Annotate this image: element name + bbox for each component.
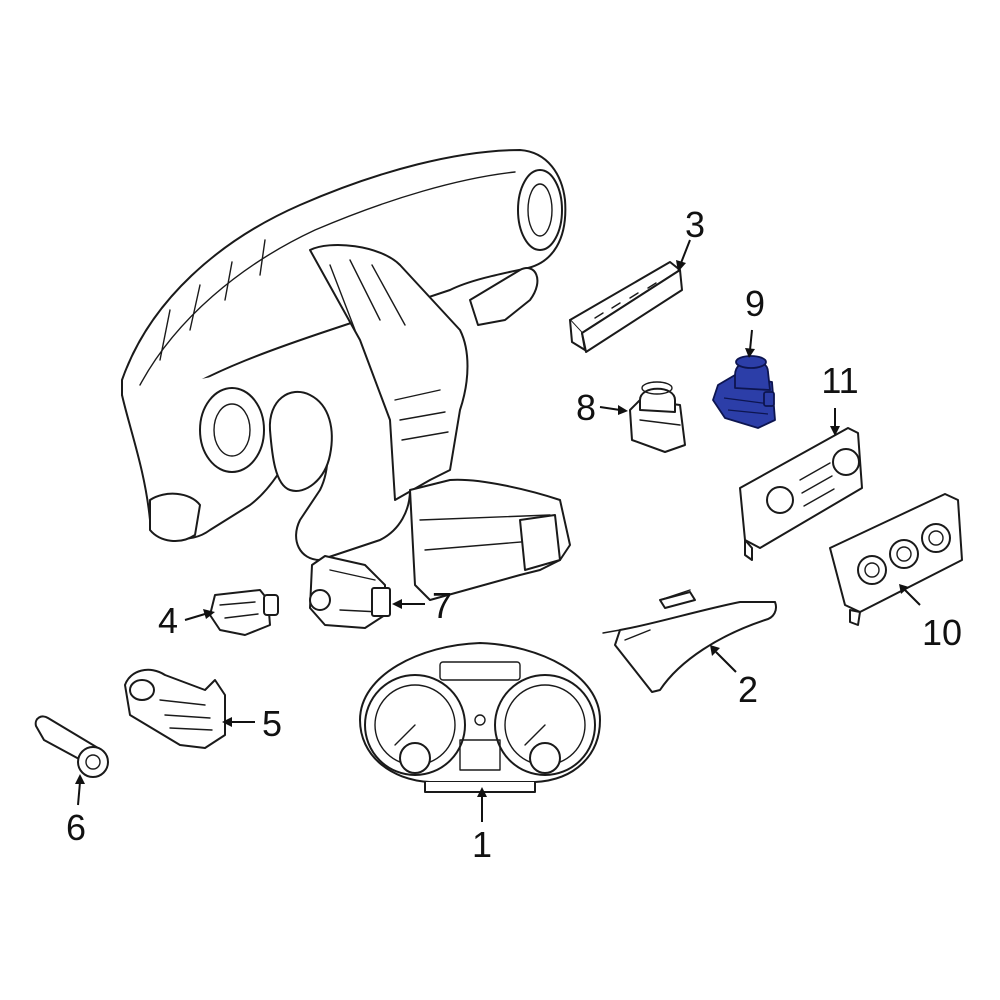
callout-6: 6	[66, 807, 86, 848]
key-cylinder	[34, 715, 109, 778]
highlighted-switch-9	[712, 355, 776, 429]
trim-panel	[602, 589, 777, 693]
callout-10: 10	[922, 612, 962, 653]
climate-control-11	[739, 427, 863, 561]
instrument-cluster	[359, 642, 601, 793]
switch-part-8	[629, 381, 686, 453]
callout-11: 11	[821, 360, 858, 401]
climate-control-10	[829, 493, 963, 626]
callout-arrows	[75, 239, 921, 822]
switch-strip	[569, 261, 683, 353]
callout-3: 3	[685, 204, 705, 245]
steering-lock	[124, 668, 226, 749]
callout-9: 9	[745, 283, 765, 324]
callout-1: 1	[472, 824, 492, 865]
callout-labels: 1 2 3 4 5 6 7 8 9 10 11	[66, 204, 962, 865]
callout-8: 8	[576, 387, 596, 428]
light-switch	[309, 555, 391, 629]
callout-4: 4	[158, 600, 178, 641]
callout-7: 7	[432, 585, 452, 626]
dashboard-outline	[121, 149, 571, 601]
sensor-part	[209, 589, 279, 636]
callout-5: 5	[262, 703, 282, 744]
callout-2: 2	[738, 669, 758, 710]
